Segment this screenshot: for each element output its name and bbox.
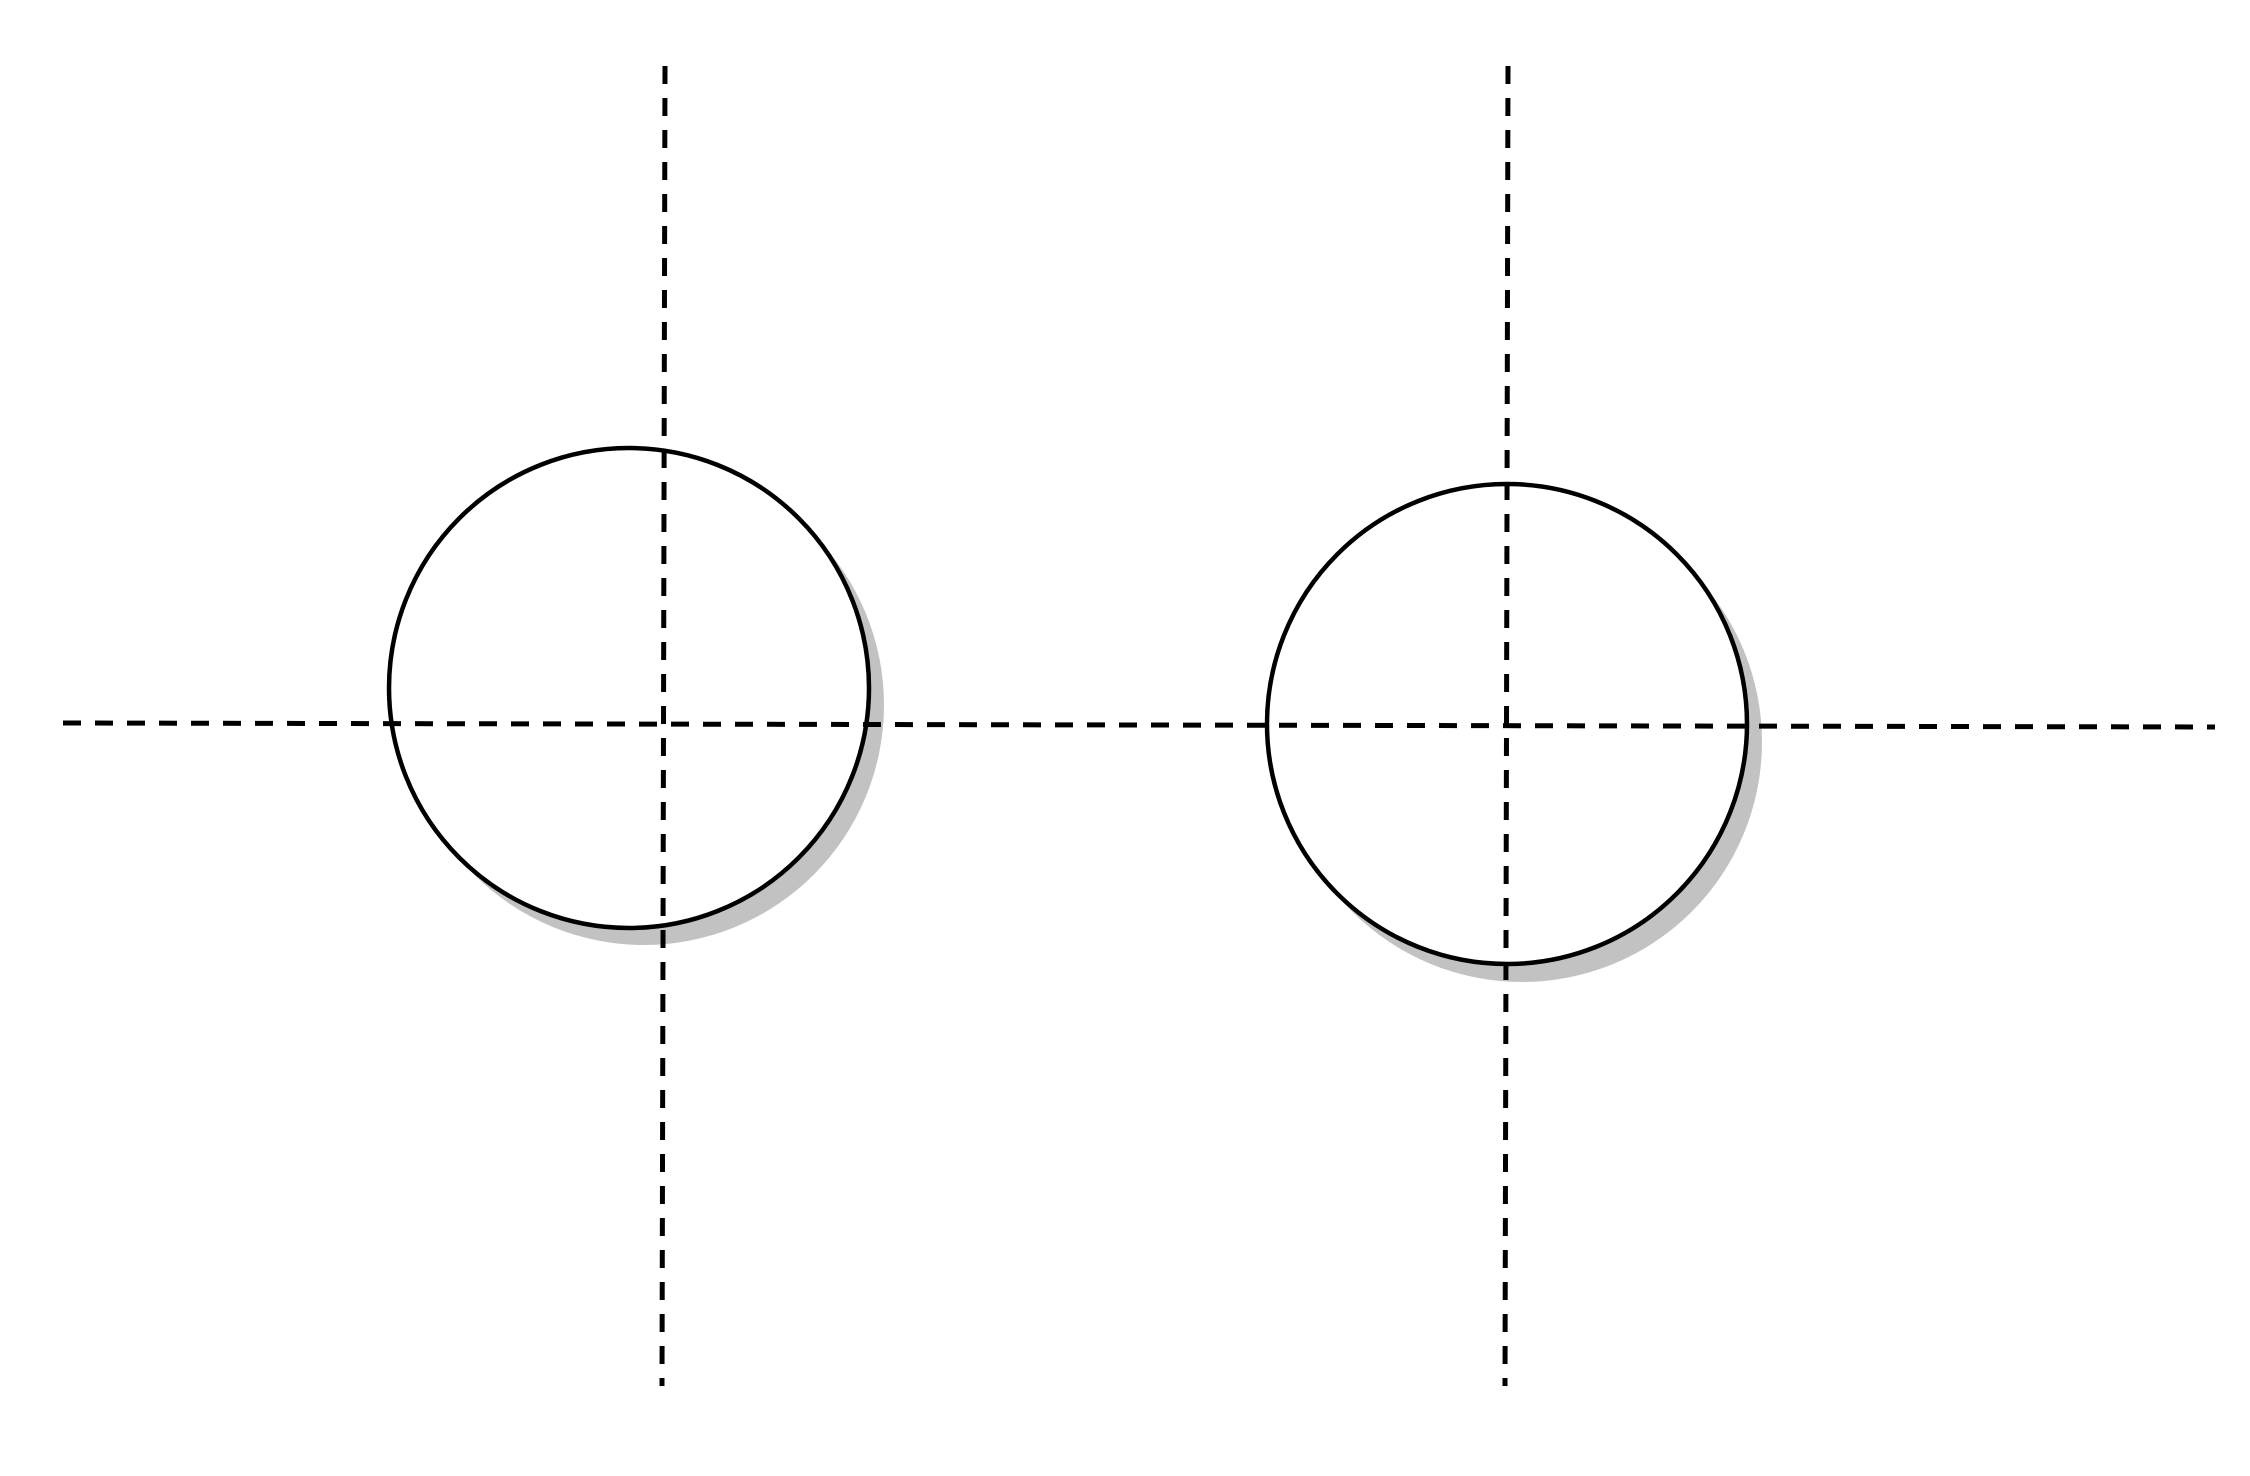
horizontal-guide-line <box>62 720 2216 730</box>
left-circle <box>386 445 872 931</box>
right-vertical-guide-line <box>1502 65 1511 1387</box>
left-vertical-guide-line <box>659 65 668 1387</box>
